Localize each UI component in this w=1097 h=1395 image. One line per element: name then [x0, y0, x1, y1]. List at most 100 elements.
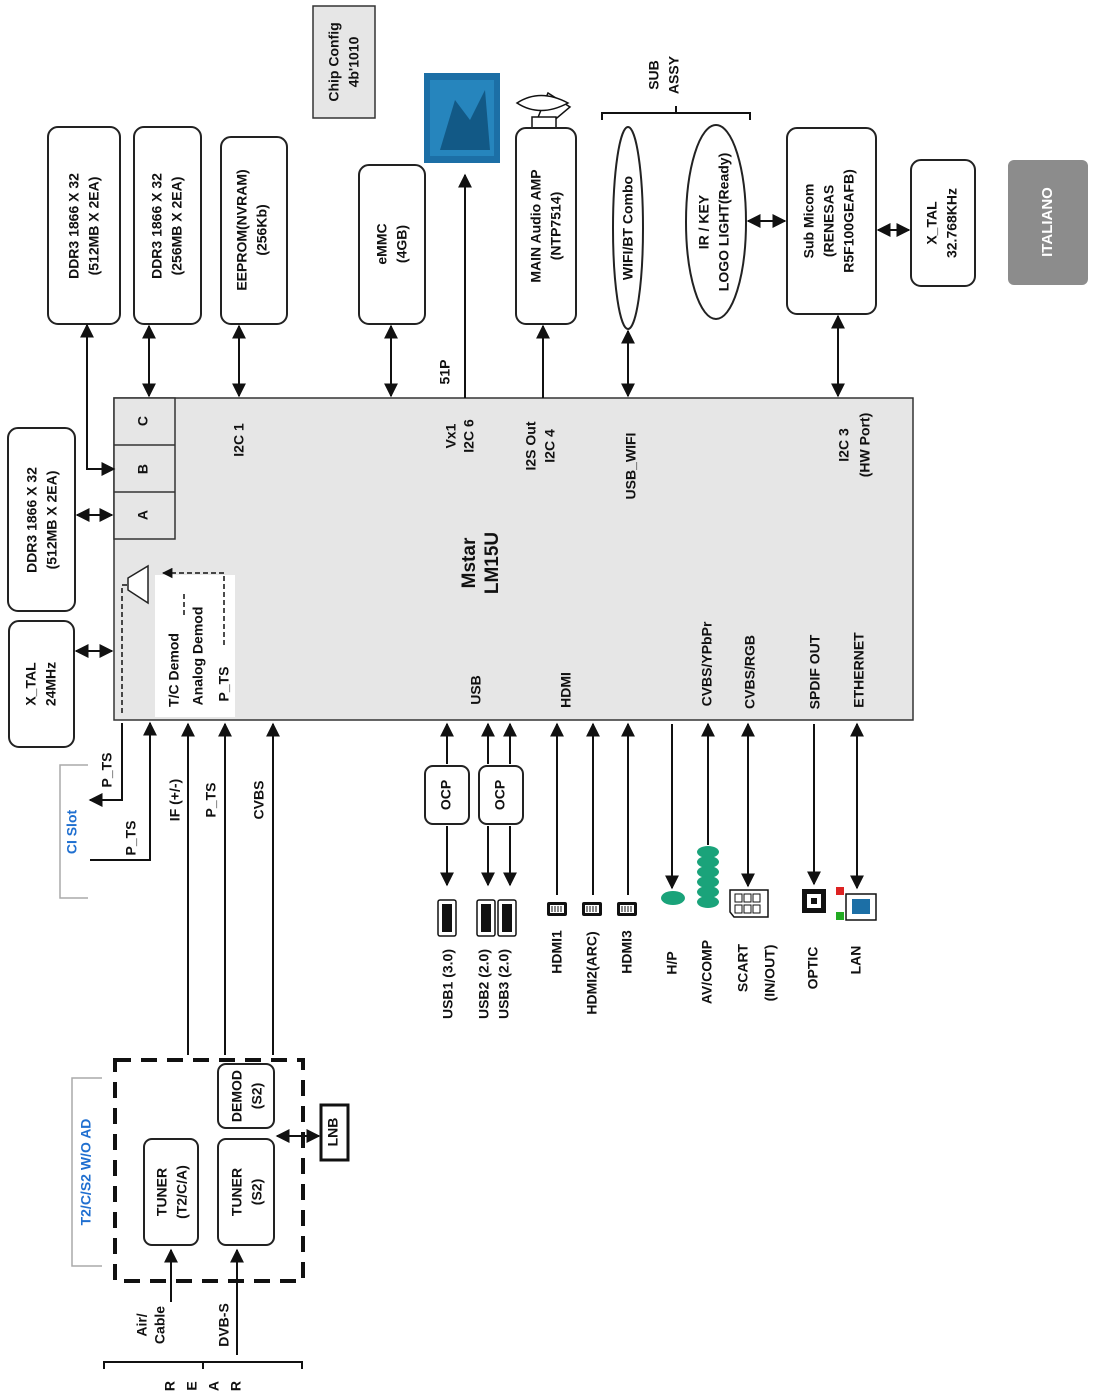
ddr-b-box: DDR3 1866 X 32 (512MB X 2EA) — [47, 126, 121, 325]
label-usb2: USB2 (2.0) — [476, 949, 492, 1019]
label-hdmi2: HDMI2(ARC) — [584, 931, 600, 1014]
ci-pts2: P_TS — [123, 820, 139, 855]
audio-amp-box: MAIN Audio AMP (NTP7514) — [515, 127, 577, 325]
tuner-module-border — [113, 1058, 305, 1283]
demod-tc-label: T/C Demod — [166, 633, 182, 707]
label-scart-sub: (IN/OUT) — [762, 945, 778, 1002]
tuner-s2-box — [217, 1138, 275, 1246]
xtal-sub-line2: 32.768KHz — [944, 188, 960, 258]
demod-pts-label: P_TS — [216, 666, 232, 701]
demod-s2-box — [217, 1063, 275, 1129]
port-51p: 51P — [437, 360, 453, 385]
rear-letter-2: E — [184, 1381, 200, 1390]
input-air-2: Cable — [152, 1306, 168, 1344]
usb2-connector-icon — [476, 899, 496, 937]
emmc-line1: eMMC — [374, 223, 390, 264]
tuner-tca-box — [143, 1138, 199, 1246]
rear-letter-4: R — [228, 1381, 244, 1391]
ocp-box-2 — [478, 765, 524, 825]
emmc-line2: (4GB) — [394, 225, 410, 263]
ddr-c-line1: DDR3 1866 X 32 — [149, 173, 165, 279]
demod-s2-line2: (S2) — [249, 1083, 265, 1109]
connector-lines — [550, 722, 864, 895]
sub-micom-line2: (RENESAS — [821, 185, 837, 257]
input-dvbs: DVB-S — [216, 1303, 232, 1347]
input-air-1: Air/ — [134, 1313, 150, 1336]
sub-micom-box: Sub Micom (RENESAS R5F100GEAFB) — [786, 127, 877, 315]
eeprom-box: EEPROM(NVRAM) (256Kb) — [220, 136, 288, 325]
ddr-port-blocks: C B A — [113, 397, 176, 540]
signal-cvbs: CVBS — [251, 781, 267, 820]
label-hp: H/P — [664, 951, 680, 974]
ocp-box-1 — [424, 765, 470, 825]
ci-pts1: P_TS — [99, 752, 115, 787]
hdmi3-connector-icon — [617, 902, 637, 916]
tuner-tca-line1: TUNER — [154, 1168, 170, 1216]
av-comp-jacks-icon — [697, 846, 719, 908]
port-i2c3: I2C 3 — [836, 428, 852, 462]
ocp-label-2: OCP — [492, 780, 508, 810]
chip-config-line1: Chip Config — [326, 22, 342, 101]
ocp-boxes: OCP OCP — [424, 722, 524, 887]
port-ethernet: ETHERNET — [851, 632, 867, 708]
lnb-label: LNB — [325, 1118, 341, 1147]
port-i2c6: I2C 6 — [461, 419, 477, 453]
lan-connector-icon — [836, 887, 877, 921]
tuner-module-label: T2/C/S2 W/O AD — [78, 1119, 94, 1226]
signal-pts: P_TS — [203, 782, 219, 817]
headphone-jack-icon — [661, 891, 685, 905]
sub-assy-line2: ASSY — [666, 55, 682, 94]
tuner-module: T2/C/S2 W/O AD TUNER (T2/C/A) TUNER (S2)… — [71, 1058, 305, 1283]
connector-labels: USB1 (3.0) USB2 (2.0) USB3 (2.0) HDMI1 H… — [440, 930, 864, 1019]
port-hdmi: HDMI — [558, 672, 574, 708]
main-chip-line1: Mstar — [459, 537, 480, 588]
label-hdmi1: HDMI1 — [549, 930, 565, 974]
top-connections — [74, 173, 911, 658]
eeprom-line2: (256Kb) — [254, 204, 270, 255]
ci-slot-label: CI Slot — [64, 810, 80, 855]
ir-key-module: IR / KEY LOGO LIGHT(Ready) — [685, 124, 747, 320]
language-tab: ITALIANO — [1008, 160, 1088, 285]
usb1-connector-icon — [437, 899, 457, 937]
port-cvbs-rgb: CVBS/RGB — [742, 635, 758, 709]
label-usb3: USB3 (2.0) — [496, 949, 512, 1019]
sub-assy-line1: SUB — [646, 60, 662, 90]
connector-icons — [437, 846, 877, 937]
xtal-main-box: X_TAL 24MHz — [8, 620, 75, 748]
wifi-bt-label: WIFI/BT Combo — [620, 176, 636, 280]
sub-micom-line1: Sub Micom — [801, 184, 817, 259]
rear-bracket: R E A R — [103, 1361, 303, 1391]
xtal-main-line1: X_TAL — [23, 662, 39, 706]
main-chip: Mstar LM15U — [113, 397, 914, 721]
label-avcomp: AV/COMP — [699, 940, 715, 1004]
label-lan: LAN — [848, 946, 864, 975]
emmc-box: eMMC (4GB) — [358, 164, 426, 325]
ddr-c-line2: (256MB X 2EA) — [169, 177, 185, 276]
port-spdif: SPDIF OUT — [807, 634, 823, 709]
chip-port-labels: I2C 1 Vx1 I2C 6 51P I2S Out I2C 4 USB_WI… — [231, 360, 873, 710]
audio-amp-line1: MAIN Audio AMP — [528, 169, 544, 282]
panel-image-icon — [424, 73, 500, 163]
tuner-s2-line2: (S2) — [249, 1179, 265, 1205]
ddr-port-a: A — [135, 510, 151, 520]
ddr-a-line2: (512MB X 2EA) — [44, 471, 60, 570]
internal-demod-block: T/C Demod Analog Demod P_TS — [121, 564, 235, 717]
port-i2s: I2S Out — [523, 421, 539, 470]
ddr-b-line1: DDR3 1866 X 32 — [66, 173, 82, 279]
signal-if: IF (+/-) — [167, 779, 183, 821]
optic-connector-icon — [802, 889, 826, 913]
tuner-s2-line1: TUNER — [229, 1168, 245, 1216]
label-scart: SCART — [735, 943, 751, 992]
demod-s2-line1: DEMOD — [229, 1070, 245, 1122]
label-hdmi3: HDMI3 — [619, 930, 635, 974]
scart-connector-icon — [729, 889, 769, 918]
label-usb1: USB1 (3.0) — [440, 949, 456, 1019]
ddr-port-c: C — [135, 416, 151, 426]
port-vx1: Vx1 — [443, 423, 459, 448]
ddr-a-line1: DDR3 1866 X 32 — [24, 467, 40, 573]
chip-config-line2: 4b'1010 — [346, 36, 362, 87]
ir-key-line2: LOGO LIGHT(Ready) — [716, 153, 732, 291]
tuner-tca-line2: (T2/C/A) — [174, 1165, 190, 1219]
ddr-b-line2: (512MB X 2EA) — [86, 177, 102, 276]
port-hwport: (HW Port) — [857, 413, 873, 478]
